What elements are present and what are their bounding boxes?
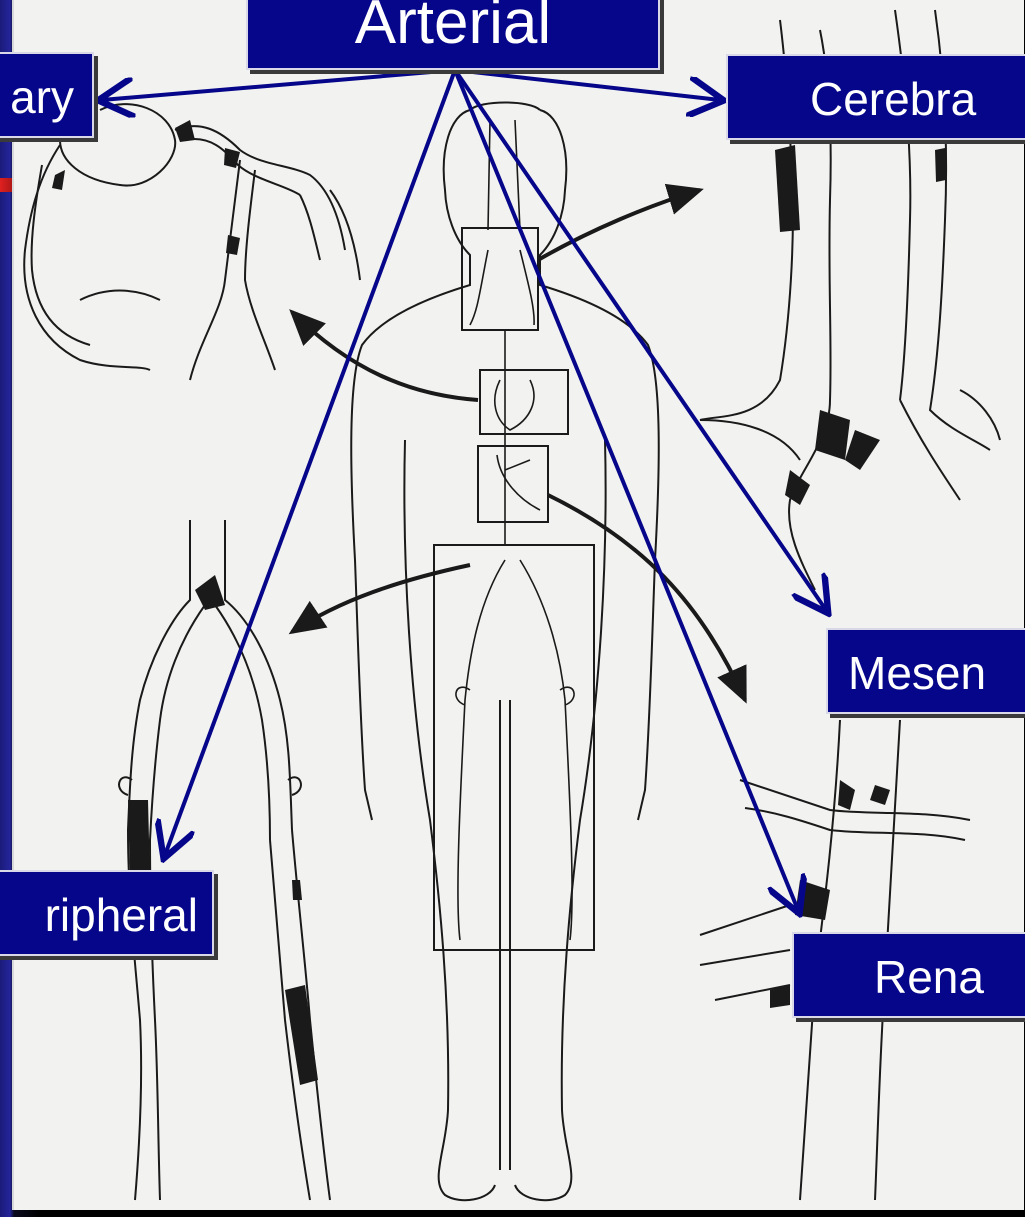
arrow-to-cerebral xyxy=(455,70,720,100)
pointer-arrows xyxy=(102,70,826,910)
cerebral-stenoses xyxy=(775,145,946,505)
arterial-title-label: Arterial xyxy=(246,0,660,70)
arrow-to-renal xyxy=(455,70,798,910)
inset-vessels xyxy=(456,120,574,940)
mesenteric-label: Mesen xyxy=(826,628,1025,714)
coronary-label: ary xyxy=(0,52,94,138)
coronary-vessel-drawing xyxy=(24,104,360,380)
renal-label: Rena xyxy=(792,932,1025,1018)
peripheral-label: ripheral xyxy=(0,870,214,956)
body-outline xyxy=(351,103,659,1201)
coronary-stenoses xyxy=(52,120,240,255)
arrow-to-coronary xyxy=(102,70,455,100)
peripheral-vessel-drawing xyxy=(119,520,330,1200)
arrow-to-peripheral xyxy=(165,70,455,855)
cerebral-label: Cerebra xyxy=(726,54,1025,140)
